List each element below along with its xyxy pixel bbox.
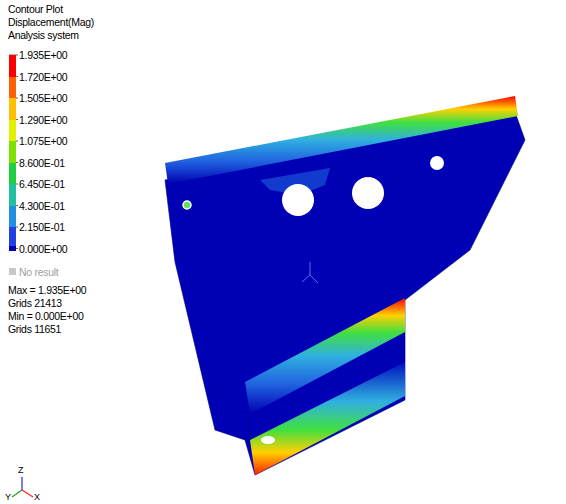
legend-value: 4.300E-01 (19, 200, 65, 212)
annotation-text: Contour Plot (8, 3, 63, 15)
legend-value: 0.000E+00 (19, 243, 67, 255)
legend-swatch (9, 268, 16, 275)
legend-swatch (9, 206, 16, 228)
annotation-text: Grids 11651 (8, 323, 61, 335)
axis-label: Y (5, 491, 11, 503)
legend-swatch (9, 55, 16, 77)
annotation-text: Analysis system (8, 29, 79, 41)
legend-value: 2.150E-01 (19, 221, 65, 233)
legend-swatch (9, 141, 16, 163)
top-flange (165, 96, 518, 184)
legend-value: No result (19, 266, 58, 278)
legend-value: 1.720E+00 (19, 71, 67, 83)
legend-swatch (9, 163, 16, 185)
axis-triad (12, 477, 33, 497)
legend-swatch (9, 77, 16, 99)
legend-value: 1.935E+00 (19, 49, 67, 61)
legend-value: 1.290E+00 (19, 114, 67, 126)
hole (261, 436, 275, 444)
hole (282, 184, 314, 216)
legend-swatch (9, 98, 16, 120)
annotation-text: Grids 21413 (8, 297, 62, 309)
legend-value: 1.505E+00 (19, 92, 67, 104)
legend-value: 6.450E-01 (19, 178, 65, 190)
legend-swatch (9, 120, 16, 142)
axis-label: Z (18, 464, 23, 476)
annotation-text: Min = 0.000E+00 (8, 310, 83, 322)
legend-value: 1.075E+00 (19, 135, 67, 147)
hole (183, 201, 191, 209)
annotation-text: Displacement(Mag) (8, 16, 94, 28)
axis-label: X (34, 491, 40, 503)
legend-swatch (9, 246, 16, 251)
colorbar-ticks (9, 55, 18, 249)
hole (352, 177, 384, 209)
bottom-flange-face (250, 362, 405, 475)
legend-swatch (9, 184, 16, 206)
hole (430, 156, 444, 170)
legend-value: 8.600E-01 (19, 157, 65, 169)
center-triad (302, 262, 318, 283)
annotation-text: Max = 1.935E+00 (8, 284, 86, 296)
